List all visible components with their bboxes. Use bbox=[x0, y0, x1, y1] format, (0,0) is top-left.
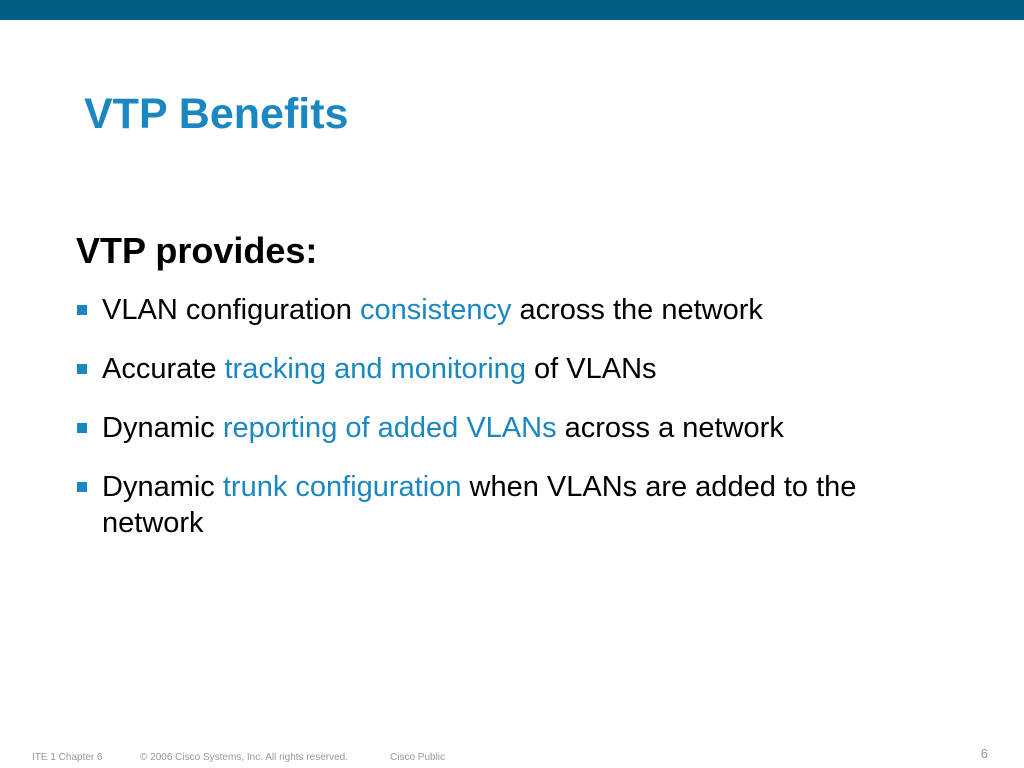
square-bullet-icon bbox=[77, 305, 87, 315]
top-banner-bar bbox=[0, 0, 1024, 20]
footer-copyright: © 2006 Cisco Systems, Inc. All rights re… bbox=[140, 752, 349, 763]
square-bullet-icon bbox=[77, 482, 87, 492]
bullet-list: VLAN configuration consistency across th… bbox=[76, 292, 956, 564]
bullet-text: Dynamic bbox=[102, 412, 223, 444]
page-number: 6 bbox=[980, 746, 988, 761]
bullet-item-tracking: Accurate tracking and monitoring of VLAN… bbox=[76, 351, 956, 387]
footer-classification: Cisco Public bbox=[390, 752, 446, 763]
bullet-highlight: consistency bbox=[359, 294, 512, 326]
slide-title: VTP Benefits bbox=[84, 90, 349, 138]
bullet-highlight: reporting of added VLANs bbox=[222, 412, 557, 444]
footer-chapter: ITE 1 Chapter 6 bbox=[32, 752, 103, 763]
bullet-text: across a network bbox=[556, 412, 784, 444]
bullet-highlight: trunk configuration bbox=[222, 471, 462, 503]
bullet-text: of VLANs bbox=[525, 353, 657, 385]
bullet-text: Accurate bbox=[102, 353, 225, 385]
bullet-text: when VLANs are added to the network bbox=[102, 471, 857, 539]
intro-heading: VTP provides: bbox=[76, 230, 318, 271]
square-bullet-icon bbox=[77, 423, 87, 433]
bullet-text: Dynamic bbox=[102, 471, 223, 503]
bullet-item-trunk-configuration: Dynamic trunk configuration when VLANs a… bbox=[76, 469, 956, 541]
bullet-text: VLAN configuration bbox=[102, 294, 360, 326]
bullet-item-reporting: Dynamic reporting of added VLANs across … bbox=[76, 410, 956, 446]
bullet-highlight: tracking and monitoring bbox=[224, 353, 526, 385]
bullet-item-consistency: VLAN configuration consistency across th… bbox=[76, 292, 956, 328]
square-bullet-icon bbox=[77, 364, 87, 374]
bullet-text: across the network bbox=[511, 294, 763, 326]
